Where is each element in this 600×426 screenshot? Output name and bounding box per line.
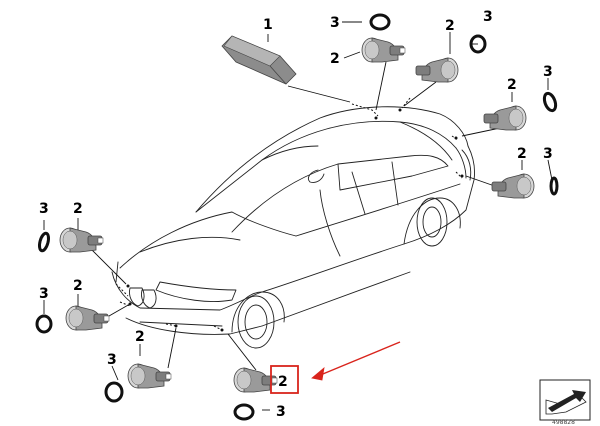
callout-3-front-left-upper: 3 bbox=[39, 201, 49, 217]
callout-2-top-right: 2 bbox=[445, 18, 455, 34]
callout-2-rear-upper: 2 bbox=[507, 77, 517, 93]
ring-front-left-upper bbox=[37, 231, 51, 253]
sensor-front-left-lower bbox=[65, 305, 110, 331]
highlight-box bbox=[270, 365, 299, 394]
car-outline bbox=[111, 106, 475, 349]
callout-3-rear-lower: 3 bbox=[543, 146, 553, 162]
ring-rear-lower bbox=[549, 176, 559, 196]
ring-front-bottom bbox=[233, 403, 255, 421]
callout-3-front-bottom: 3 bbox=[276, 404, 286, 420]
callout-3-front-center: 3 bbox=[107, 352, 117, 368]
ring-front-left-lower bbox=[35, 314, 53, 334]
red-arrowhead bbox=[311, 367, 325, 381]
sensor-top-center bbox=[361, 37, 406, 63]
control-unit-part bbox=[221, 35, 297, 85]
sensor-front-center bbox=[127, 363, 172, 389]
sensor-rear-upper bbox=[483, 105, 527, 131]
ring-top-right bbox=[469, 34, 487, 54]
callout-3-front-left-lower: 3 bbox=[39, 286, 49, 302]
callout-1: 1 bbox=[263, 17, 273, 33]
callout-2-front-left-lower: 2 bbox=[73, 278, 83, 294]
callout-2-top-center: 2 bbox=[330, 51, 340, 67]
sensor-top-right bbox=[415, 57, 459, 83]
callout-3-top-center: 3 bbox=[330, 15, 340, 31]
vehicle-silhouette-arrow-icon bbox=[539, 379, 591, 421]
callout-3-rear-upper: 3 bbox=[543, 64, 553, 80]
ring-top-center bbox=[369, 13, 391, 31]
highlight-annotation bbox=[270, 341, 401, 394]
ring-rear-upper bbox=[542, 91, 558, 113]
red-arrow bbox=[317, 341, 401, 377]
callout-3-top-right: 3 bbox=[483, 9, 493, 25]
callout-labels: 1 3 2 2 3 2 3 2 3 3 2 3 2 2 3 2 3 bbox=[39, 9, 553, 420]
leader-lines bbox=[43, 21, 553, 411]
callout-2-front-bottom: 2 bbox=[278, 374, 288, 390]
sensor-front-left-upper bbox=[59, 227, 104, 253]
callout-2-rear-lower: 2 bbox=[517, 146, 527, 162]
callout-2-front-left-upper: 2 bbox=[73, 201, 83, 217]
sensor-rear-lower bbox=[491, 173, 535, 199]
callout-2-front-center: 2 bbox=[135, 329, 145, 345]
ring-front-center bbox=[104, 381, 124, 403]
diagram-footer-number: 498828 bbox=[552, 419, 575, 426]
